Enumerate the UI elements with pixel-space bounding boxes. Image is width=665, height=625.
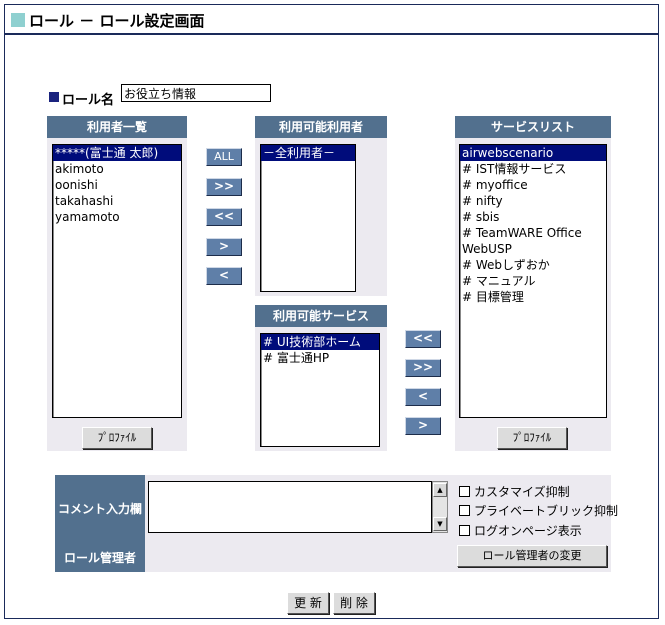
- list-item[interactable]: # マニュアル: [462, 274, 536, 288]
- square-bullet-icon: [49, 92, 59, 102]
- list-item[interactable]: # 富士通HP: [263, 351, 330, 365]
- update-button[interactable]: 更 新: [287, 592, 329, 614]
- list-item[interactable]: # 目標管理: [462, 290, 524, 304]
- user-add-all-users-button[interactable]: ALL: [206, 148, 242, 166]
- service-listbox[interactable]: airwebscenario # IST情報サービス # myoffice # …: [459, 144, 607, 418]
- role-name-input[interactable]: [121, 84, 271, 102]
- checkbox-icon[interactable]: [459, 486, 470, 497]
- available-services-header: 利用可能サービス: [255, 305, 387, 327]
- title-icon: [11, 13, 25, 27]
- list-item[interactable]: # IST情報サービス: [462, 162, 567, 176]
- service-add-button[interactable]: >: [405, 417, 441, 435]
- available-services-panel: 利用可能サービス # UI技術部ホーム # 富士通HP: [255, 305, 387, 451]
- service-list-panel: サービスリスト airwebscenario # IST情報サービス # myo…: [455, 116, 611, 451]
- user-remove-all-button[interactable]: <<: [206, 208, 242, 226]
- scroll-down-icon[interactable]: ▼: [433, 517, 447, 531]
- available-services-listbox[interactable]: # UI技術部ホーム # 富士通HP: [260, 333, 380, 447]
- user-add-button[interactable]: >: [206, 238, 242, 256]
- service-remove-button[interactable]: <: [405, 388, 441, 406]
- list-item[interactable]: # Webしずおか: [462, 258, 550, 272]
- option-customize-suppress[interactable]: カスタマイズ抑制: [459, 483, 570, 500]
- users-panel-header: 利用者一覧: [47, 116, 187, 138]
- list-item[interactable]: # myoffice: [462, 178, 528, 192]
- option-logon-page-display[interactable]: ログオンページ表示: [459, 522, 582, 539]
- available-users-header: 利用可能利用者: [255, 116, 387, 138]
- services-profile-button[interactable]: ﾌﾟﾛﾌｧｲﾙ: [497, 427, 567, 449]
- page-frame: ロール － ロール設定画面 ロール名 利用者一覧 *****(富士通 太郎) a…: [4, 4, 659, 619]
- available-users-listbox[interactable]: －全利用者－: [260, 144, 356, 292]
- page-title: ロール － ロール設定画面: [29, 12, 205, 30]
- list-item[interactable]: # TeamWARE Office: [462, 226, 582, 240]
- list-item[interactable]: # UI技術部ホーム: [261, 334, 379, 350]
- list-item[interactable]: # nifty: [462, 194, 503, 208]
- checkbox-icon[interactable]: [459, 525, 470, 536]
- service-list-header: サービスリスト: [455, 116, 611, 138]
- users-panel: 利用者一覧 *****(富士通 太郎) akimoto oonishi taka…: [47, 116, 187, 451]
- role-name-label: ロール名: [62, 93, 115, 108]
- service-remove-all-button[interactable]: <<: [405, 330, 441, 348]
- list-item[interactable]: airwebscenario: [460, 145, 606, 161]
- available-users-panel: 利用可能利用者 －全利用者－: [255, 116, 387, 296]
- delete-button[interactable]: 削 除: [333, 592, 375, 614]
- user-add-all-button[interactable]: >>: [206, 178, 242, 196]
- scroll-up-icon[interactable]: ▲: [433, 483, 447, 497]
- change-role-admin-button[interactable]: ロール管理者の変更: [457, 545, 607, 567]
- option-private-brick-suppress[interactable]: プライベートブリック抑制: [459, 502, 618, 519]
- list-item[interactable]: takahashi: [55, 194, 114, 208]
- users-profile-button[interactable]: ﾌﾟﾛﾌｧｲﾙ: [82, 427, 152, 449]
- users-listbox[interactable]: *****(富士通 太郎) akimoto oonishi takahashi …: [52, 144, 182, 418]
- role-admin-label: ロール管理者: [55, 542, 145, 572]
- title-bar: ロール － ロール設定画面: [5, 5, 658, 35]
- user-remove-button[interactable]: <: [206, 267, 242, 285]
- comment-textarea[interactable]: [148, 481, 432, 533]
- checkbox-icon[interactable]: [459, 505, 470, 516]
- list-item[interactable]: oonishi: [55, 178, 98, 192]
- service-add-all-button[interactable]: >>: [405, 359, 441, 377]
- list-item[interactable]: yamamoto: [55, 210, 120, 224]
- comment-scrollbar[interactable]: ▲ ▼: [432, 481, 448, 533]
- list-item[interactable]: # sbis: [462, 210, 500, 224]
- list-item[interactable]: *****(富士通 太郎): [53, 145, 181, 161]
- list-item[interactable]: WebUSP: [462, 242, 512, 256]
- comment-label: コメント入力欄: [55, 475, 145, 542]
- list-item[interactable]: －全利用者－: [261, 145, 355, 161]
- list-item[interactable]: akimoto: [55, 162, 104, 176]
